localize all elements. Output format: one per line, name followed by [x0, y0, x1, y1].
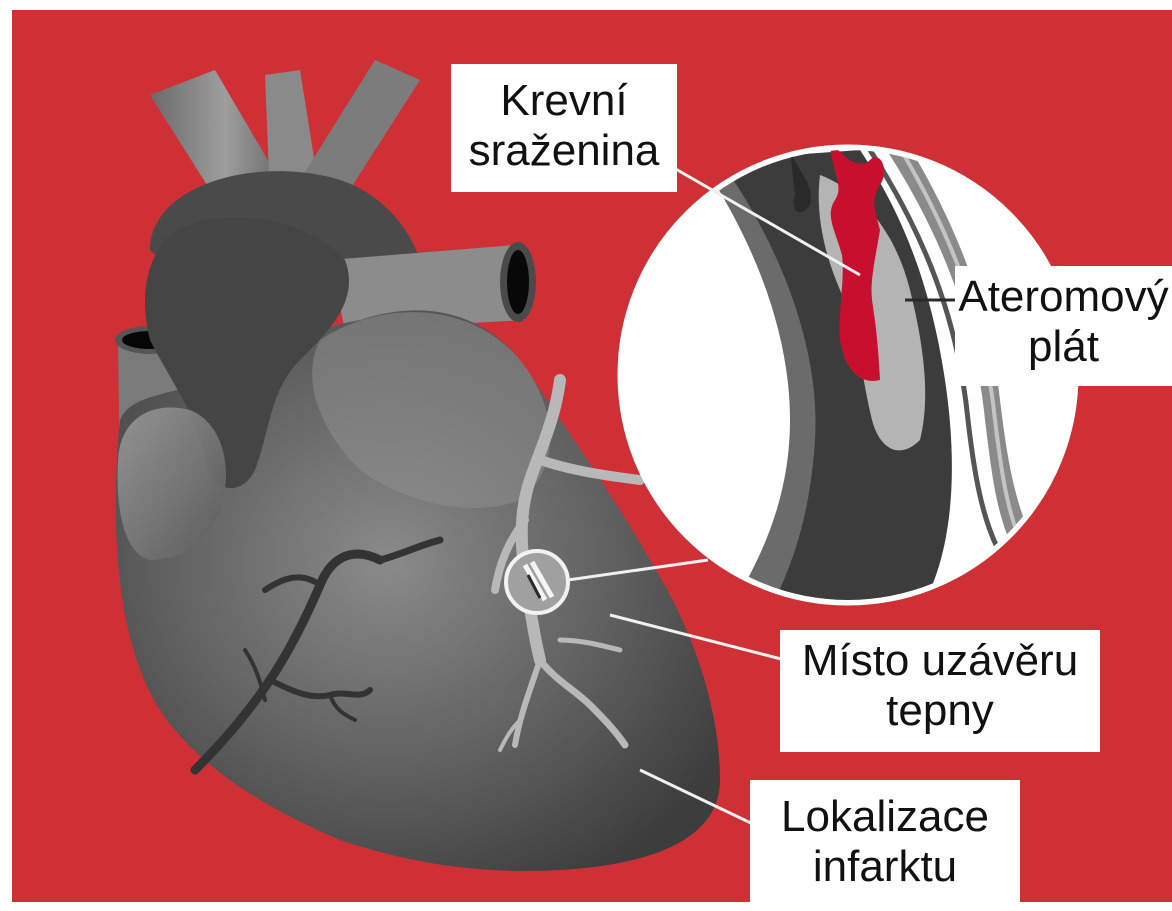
- label-blood-clot-line1: Krevní: [451, 76, 677, 126]
- label-infarct-location-line1: Lokalizace: [750, 792, 1020, 842]
- label-blood-clot-line2: sraženina: [451, 126, 677, 176]
- frame-left: [0, 0, 12, 911]
- label-occlusion-site-line1: Místo uzávěru: [780, 636, 1100, 686]
- occlusion-marker: [506, 551, 568, 613]
- label-occlusion-site: Místo uzávěru tepny: [780, 630, 1100, 752]
- label-atheroma-plaque-line2: plát: [955, 322, 1172, 372]
- label-occlusion-site-line2: tepny: [780, 686, 1100, 736]
- label-atheroma-plaque-line1: Ateromový: [955, 272, 1172, 322]
- label-infarct-location: Lokalizace infarktu: [750, 780, 1020, 904]
- label-blood-clot: Krevní sraženina: [451, 64, 677, 192]
- frame-top: [0, 0, 1172, 10]
- label-atheroma-plaque: Ateromový plát: [955, 266, 1172, 386]
- label-infarct-location-line2: infarktu: [750, 842, 1020, 892]
